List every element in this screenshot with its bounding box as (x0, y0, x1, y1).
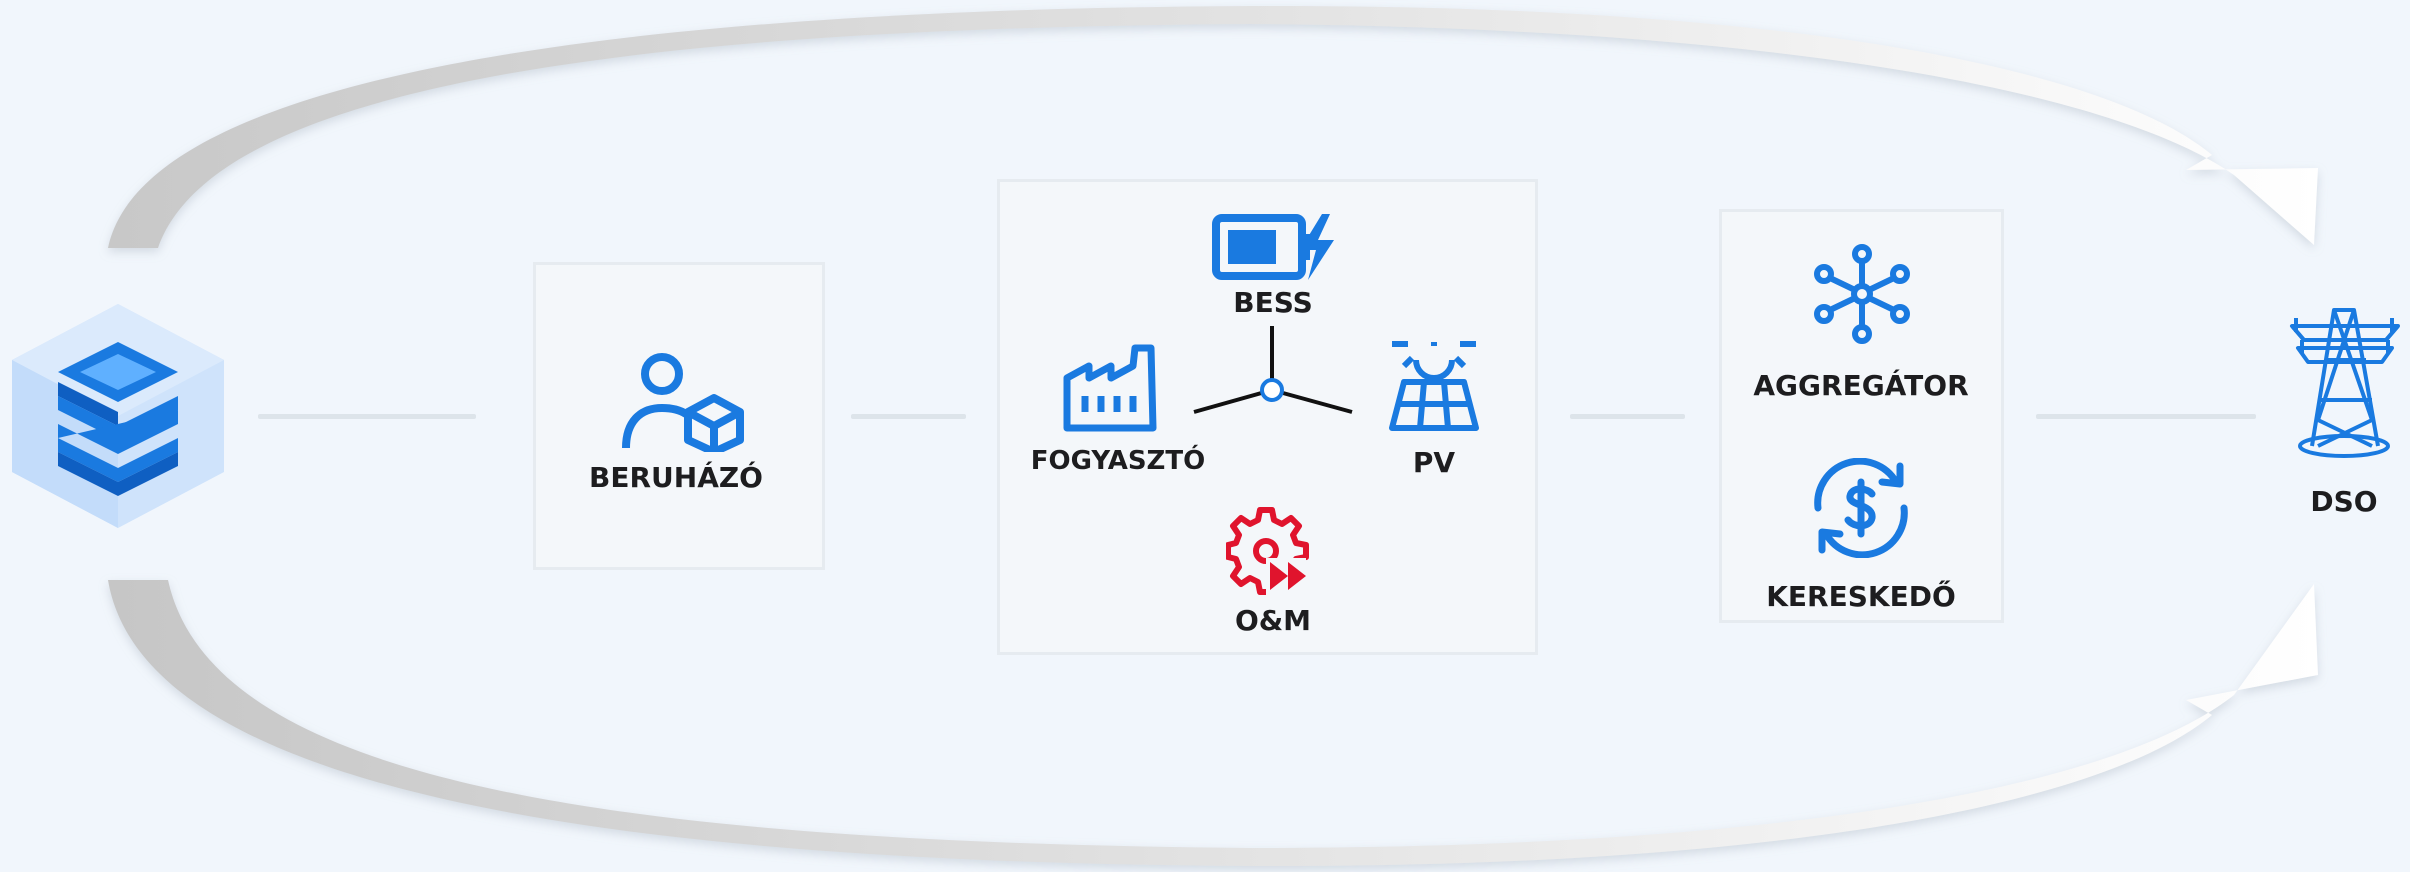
consumer-label: FOGYASZTÓ (1030, 446, 1206, 476)
gear-fast-forward-icon (1226, 507, 1309, 596)
connector-assets-market (1570, 414, 1685, 419)
connector-market-dso (2036, 414, 2256, 419)
investor-panel (533, 262, 825, 570)
dollar-exchange-icon (1814, 458, 1908, 558)
person-with-box-icon (622, 353, 744, 452)
factory-icon (1063, 344, 1157, 432)
platform-node (10, 302, 226, 530)
pv-label: PV (1412, 446, 1456, 479)
transmission-tower-icon (2290, 308, 2400, 458)
solar-panel-icon (1389, 341, 1479, 431)
connector-investor-assets (851, 414, 966, 419)
asset-hub-connector (1193, 326, 1353, 414)
battery-charging-icon (1212, 214, 1334, 280)
platform-cube-logo-icon (12, 304, 224, 528)
bess-label: BESS (1233, 286, 1313, 319)
aggregator-label: AGGREGÁTOR (1753, 369, 1969, 402)
connector-platform-investor (258, 414, 476, 419)
om-label: O&M (1234, 604, 1312, 637)
investor-label: BERUHÁZÓ (589, 461, 763, 494)
dso-label: DSO (2310, 485, 2378, 518)
network-hub-icon (1814, 244, 1910, 344)
trader-label: KERESKEDŐ (1766, 580, 1956, 613)
